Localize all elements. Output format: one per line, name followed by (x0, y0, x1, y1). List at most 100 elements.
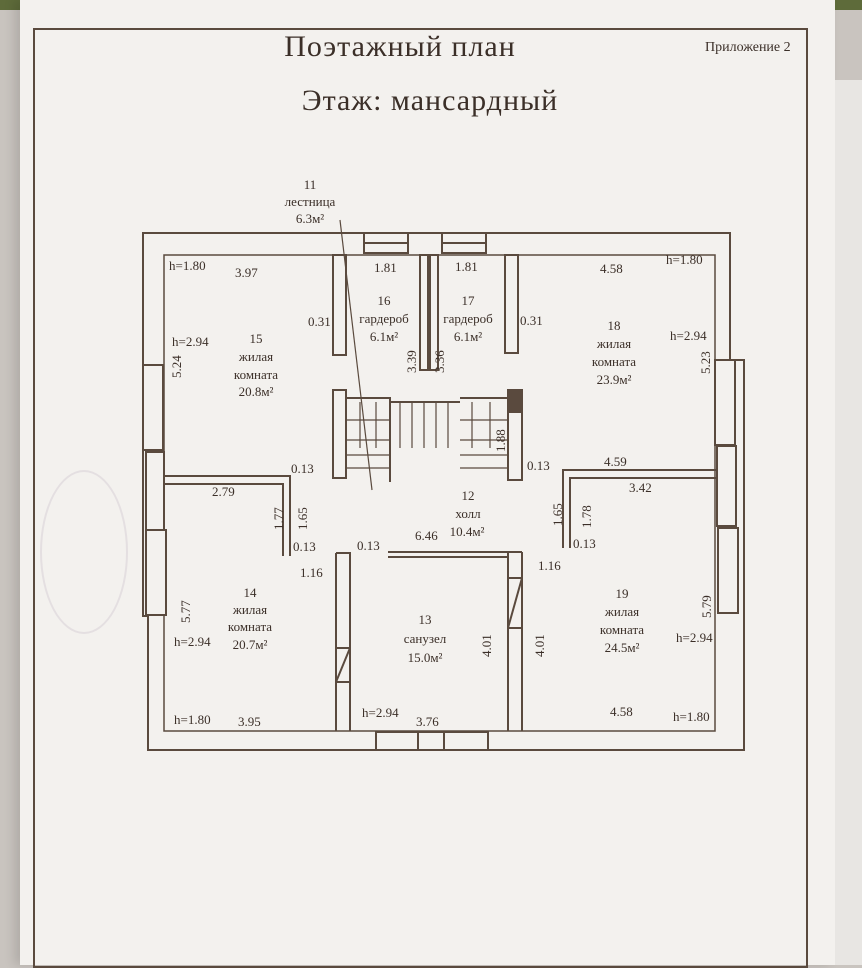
room-18-area: 23.9м² (597, 372, 632, 387)
wall-bath-left (335, 552, 351, 731)
room-17-name: гардероб (443, 311, 493, 326)
dim-label: h=2.94 (172, 334, 209, 349)
right-pier (716, 445, 737, 527)
room-14-area: 20.7м² (233, 637, 268, 652)
dim-label: 6.46 (415, 528, 438, 543)
dim-label-vertical: 1.78 (579, 505, 594, 528)
room-15-name: жилая (238, 349, 273, 364)
dim-label: h=2.94 (670, 328, 707, 343)
dim-label: 4.59 (604, 454, 627, 469)
dim-label-vertical: 1.77 (271, 507, 286, 530)
dim-label-vertical: 5.23 (698, 351, 713, 374)
dim-label: 1.81 (455, 259, 478, 274)
dim-label: 0.13 (293, 539, 316, 554)
room-15-name2: комната (234, 367, 278, 382)
dim-label: 0.31 (520, 313, 543, 328)
door-bath-left (335, 647, 351, 683)
dim-label: 4.58 (610, 704, 633, 719)
outer-wall (142, 232, 745, 751)
dim-label: 3.76 (416, 714, 439, 729)
room-14-name2: комната (228, 619, 272, 634)
dim-label-vertical: 4.01 (479, 634, 494, 657)
wall-room-14-top (164, 475, 291, 556)
dim-label: 0.13 (357, 538, 380, 553)
room-16-number: 16 (378, 293, 392, 308)
appendix-label: Приложение 2 (705, 40, 791, 55)
dim-label: 3.42 (629, 480, 652, 495)
dim-label: 2.79 (212, 484, 235, 499)
floor-subtitle: Этаж: мансардный (301, 84, 559, 117)
dim-label: h=2.94 (676, 630, 713, 645)
dim-label: 3.97 (235, 265, 258, 280)
faint-stamp-mark (40, 470, 128, 634)
window-left-upper (142, 364, 164, 451)
dim-label: 0.13 (291, 461, 314, 476)
room-15-area: 20.8м² (239, 384, 274, 399)
window-bottom-left (375, 731, 419, 751)
room-17-number: 17 (462, 293, 476, 308)
dim-label: 1.16 (538, 558, 561, 573)
dim-label-vertical: 1.88 (493, 429, 508, 452)
dim-label-vertical: 4.01 (532, 634, 547, 657)
dim-label: 0.31 (308, 314, 331, 329)
room-12-name: холл (455, 506, 481, 521)
dim-label-vertical: 5.79 (699, 595, 714, 618)
wall-wardrobe-mid-b (429, 254, 439, 371)
room-16-name: гардероб (359, 311, 409, 326)
underlying-sheet (835, 80, 862, 965)
room-19-number: 19 (616, 586, 629, 601)
room-18-name: жилая (596, 336, 631, 351)
wall-room-19-top (562, 469, 717, 548)
dim-label: 1.81 (374, 260, 397, 275)
dim-label: 1.16 (300, 565, 323, 580)
dim-label-vertical: 5.24 (169, 355, 184, 378)
dim-label: h=2.94 (174, 634, 211, 649)
window-right-upper (714, 359, 736, 446)
dim-label-vertical: 3.39 (404, 350, 419, 373)
room-16-area: 6.1м² (370, 329, 398, 344)
room-17-area: 6.1м² (454, 329, 482, 344)
window-left-lower (145, 529, 167, 616)
stair-column (507, 389, 523, 413)
room-13-area: 15.0м² (408, 650, 443, 665)
dim-label: 4.58 (600, 261, 623, 276)
wall-wardrobe-left (332, 254, 347, 356)
room-12-number: 12 (462, 488, 475, 503)
room-19-name: жилая (604, 604, 639, 619)
room-14-number: 14 (244, 585, 258, 600)
room-13-number: 13 (419, 612, 432, 627)
wall-bath-top (388, 551, 522, 558)
dim-label: h=1.80 (174, 712, 211, 727)
stair-treads (346, 402, 508, 469)
room-14-name: жилая (232, 602, 267, 617)
dim-label: h=1.80 (169, 258, 206, 273)
dim-label: 0.13 (527, 458, 550, 473)
dim-label-vertical: 5.77 (178, 600, 193, 623)
left-pier (145, 451, 165, 531)
wall-wardrobe-right (504, 254, 519, 354)
dim-label: 3.95 (238, 714, 261, 729)
room-18-number: 18 (608, 318, 621, 333)
dim-label: 0.13 (573, 536, 596, 551)
window-right-lower (717, 527, 739, 614)
room-15-number: 15 (250, 331, 263, 346)
room-19-area: 24.5м² (605, 640, 640, 655)
stair-wall-left (332, 389, 347, 479)
wall-wardrobe-mid-a (419, 254, 429, 371)
dim-label: h=2.94 (362, 705, 399, 720)
dim-label-vertical: 3.36 (432, 350, 447, 373)
dim-label: h=1.80 (673, 709, 710, 724)
room-11-area: 6.3м² (296, 211, 324, 226)
door-bath-right (507, 577, 523, 629)
room-19-name2: комната (600, 622, 644, 637)
room-13-name: санузел (404, 631, 447, 646)
dim-label: h=1.80 (666, 252, 703, 267)
page-title: Поэтажный план (284, 30, 516, 63)
room-11-number: 11 (304, 177, 317, 192)
dim-label-vertical: 1.65 (550, 503, 565, 526)
room-18-name2: комната (592, 354, 636, 369)
room-11-name: лестница (285, 194, 336, 209)
dim-label-vertical: 1.65 (295, 507, 310, 530)
stair-leader-line (339, 219, 373, 491)
